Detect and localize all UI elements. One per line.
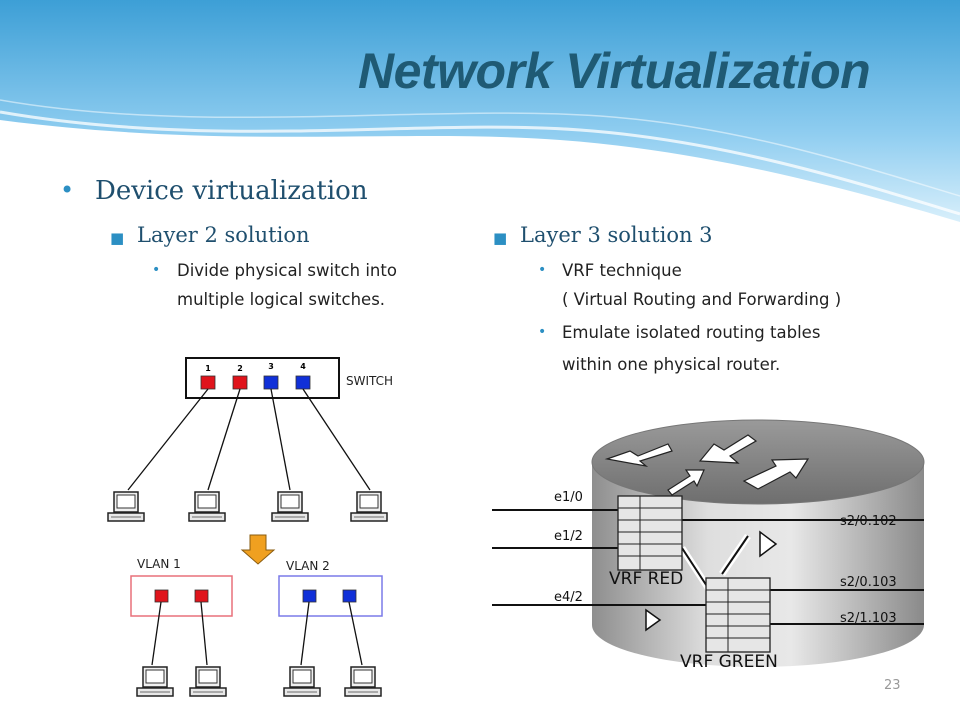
port-blue [302,589,317,603]
interface-label: e4/2 [554,590,583,605]
port-red [232,375,248,390]
vlan1-label: VLAN 1 [137,557,181,571]
down-arrow-icon [240,534,276,565]
computer-icon [107,491,145,522]
vrf-red-label: VRF RED [609,569,683,589]
computer-icon [189,666,227,697]
vrf-green-table [705,577,771,653]
switch-label: SWITCH [346,374,393,388]
computer-icon [188,491,226,522]
emulate-line1: Emulate isolated routing tables [562,323,821,342]
vlan2-box [278,575,383,617]
square-bullet: ■ [110,229,125,247]
vlan2-label: VLAN 2 [286,559,330,573]
port-number: 3 [268,362,274,371]
computer-icon [350,491,388,522]
interface-label: s2/0.102 [840,514,897,529]
layer2-point-line2: multiple logical switches. [177,290,386,309]
router-top [591,419,925,505]
main-bullet-text: Device virtualization [95,176,368,206]
arrow-icon [698,434,758,464]
layer2-point-line1: Divide physical switch into [177,261,397,280]
emulate-line2: within one physical router. [562,355,781,374]
port-number: 2 [237,364,243,373]
computer-icon [136,666,174,697]
interface-label: e1/0 [554,490,583,505]
port-blue [342,589,357,603]
port-number: 1 [205,364,211,373]
vrf-technique-line2: ( Virtual Routing and Forwarding ) [562,290,842,309]
slide-title: Network Virtualization [358,43,871,99]
arrow-icon [667,469,705,496]
layer2-heading: Layer 2 solution [137,223,310,247]
arrow-icon [742,458,810,490]
port-red [200,375,216,390]
bullet-dot: • [152,262,161,278]
computer-icon [271,491,309,522]
port-red [194,589,209,603]
vlan1-box [130,575,233,617]
interface-label: s2/1.103 [840,611,897,626]
bullet-dot: • [538,324,547,340]
vrf-green-label: VRF GREEN [680,652,778,672]
computer-icon [283,666,321,697]
computer-icon [344,666,382,697]
page-number: 23 [884,678,901,693]
square-bullet: ■ [493,229,508,247]
vrf-red-table [617,495,683,571]
port-number: 4 [300,362,306,371]
vrf-technique-line1: VRF technique [562,261,682,280]
bullet-dot: • [538,262,547,278]
port-blue [295,375,311,390]
switch-diagram: 1 2 3 4 SWITCH VLAN 1 VLAN 2 [107,357,393,697]
router-diagram: e1/0 e1/2 e4/2 s2/0.102 s2/0.103 s2/1.10… [486,414,926,674]
port-blue [263,375,279,390]
layer3-heading: Layer 3 solution 3 [520,223,713,247]
interface-label: e1/2 [554,529,583,544]
interface-label: s2/0.103 [840,575,897,590]
arrow-icon [604,443,673,467]
bullet-dot: • [60,176,75,204]
port-red [154,589,169,603]
